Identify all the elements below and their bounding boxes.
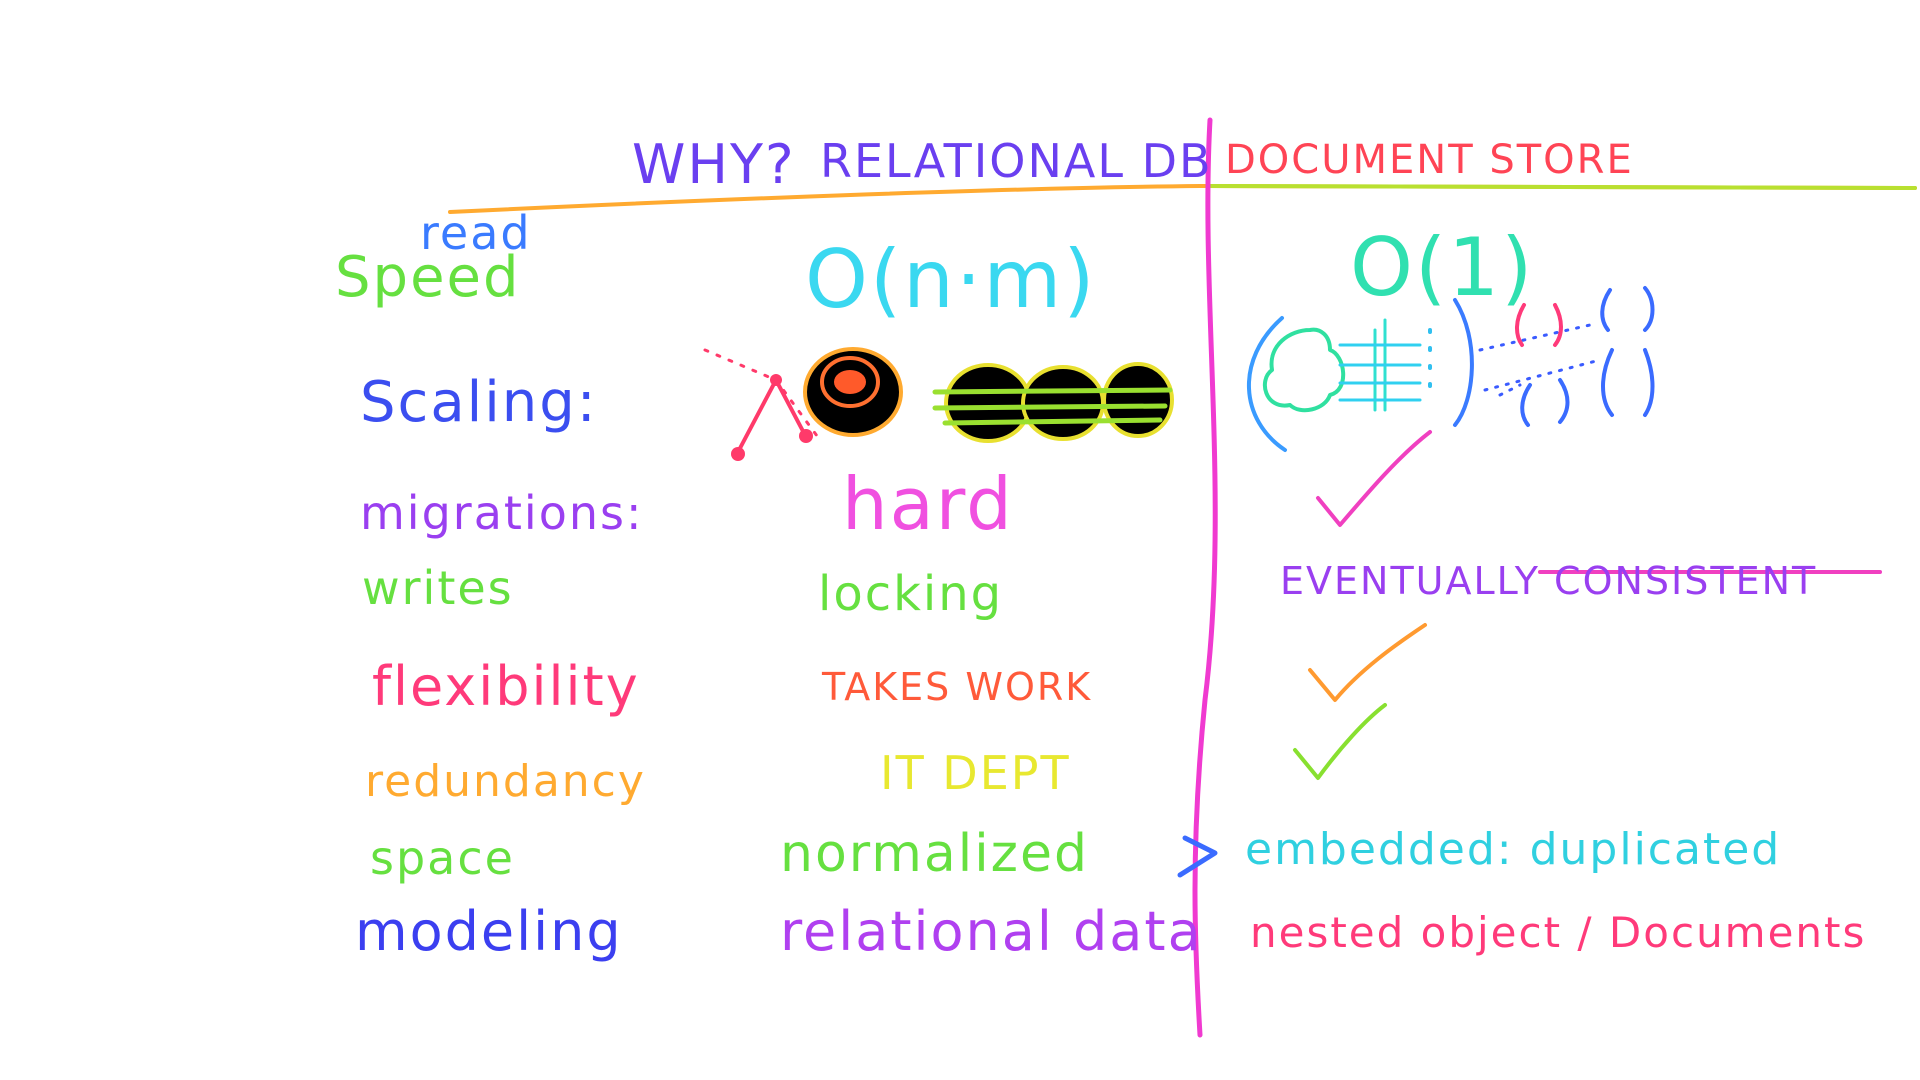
- label-read: read: [420, 206, 532, 260]
- sharding-sketch: [1247, 286, 1655, 452]
- relational-writes: locking: [818, 566, 1004, 622]
- header-relational-db: RELATIONAL DB: [820, 134, 1213, 188]
- relational-redundancy: IT DEPT: [880, 746, 1071, 800]
- document-modeling: nested object / Documents: [1250, 908, 1867, 957]
- relational-space: normalized: [780, 824, 1089, 884]
- label-migrations: migrations:: [360, 486, 644, 540]
- document-space: embedded: duplicated: [1245, 824, 1782, 875]
- label-modeling: modeling: [355, 900, 623, 963]
- vertical-scaling-sketch: [703, 348, 822, 461]
- label-scaling: Scaling:: [360, 370, 598, 435]
- relational-modeling: relational data: [780, 900, 1203, 963]
- header-rule-right: [1208, 184, 1917, 190]
- relational-speed: O(n·m): [805, 233, 1097, 326]
- label-speed: Speed: [335, 245, 521, 310]
- document-writes: EVENTUALLY CONSISTENT: [1280, 559, 1818, 603]
- flexibility-check-icon: [1308, 623, 1427, 702]
- relational-flexibility: TAKES WORK: [822, 665, 1093, 709]
- header-document-store: DOCUMENT STORE: [1225, 137, 1634, 183]
- single-server-sketch: [803, 347, 903, 437]
- label-space: space: [370, 831, 515, 885]
- greater-than-arrow-icon: [1177, 835, 1218, 878]
- label-writes: writes: [362, 561, 514, 615]
- document-speed: O(1): [1350, 221, 1535, 314]
- label-flexibility: flexibility: [372, 655, 640, 718]
- migrations-check-icon: [1316, 430, 1432, 527]
- redundancy-check-icon: [1293, 703, 1387, 780]
- crossed-out-cluster-sketch: [932, 362, 1174, 443]
- header-why: WHY?: [632, 133, 796, 196]
- column-divider: [1192, 117, 1218, 1038]
- relational-migrations: hard: [842, 462, 1014, 546]
- label-redundancy: redundancy: [365, 756, 646, 807]
